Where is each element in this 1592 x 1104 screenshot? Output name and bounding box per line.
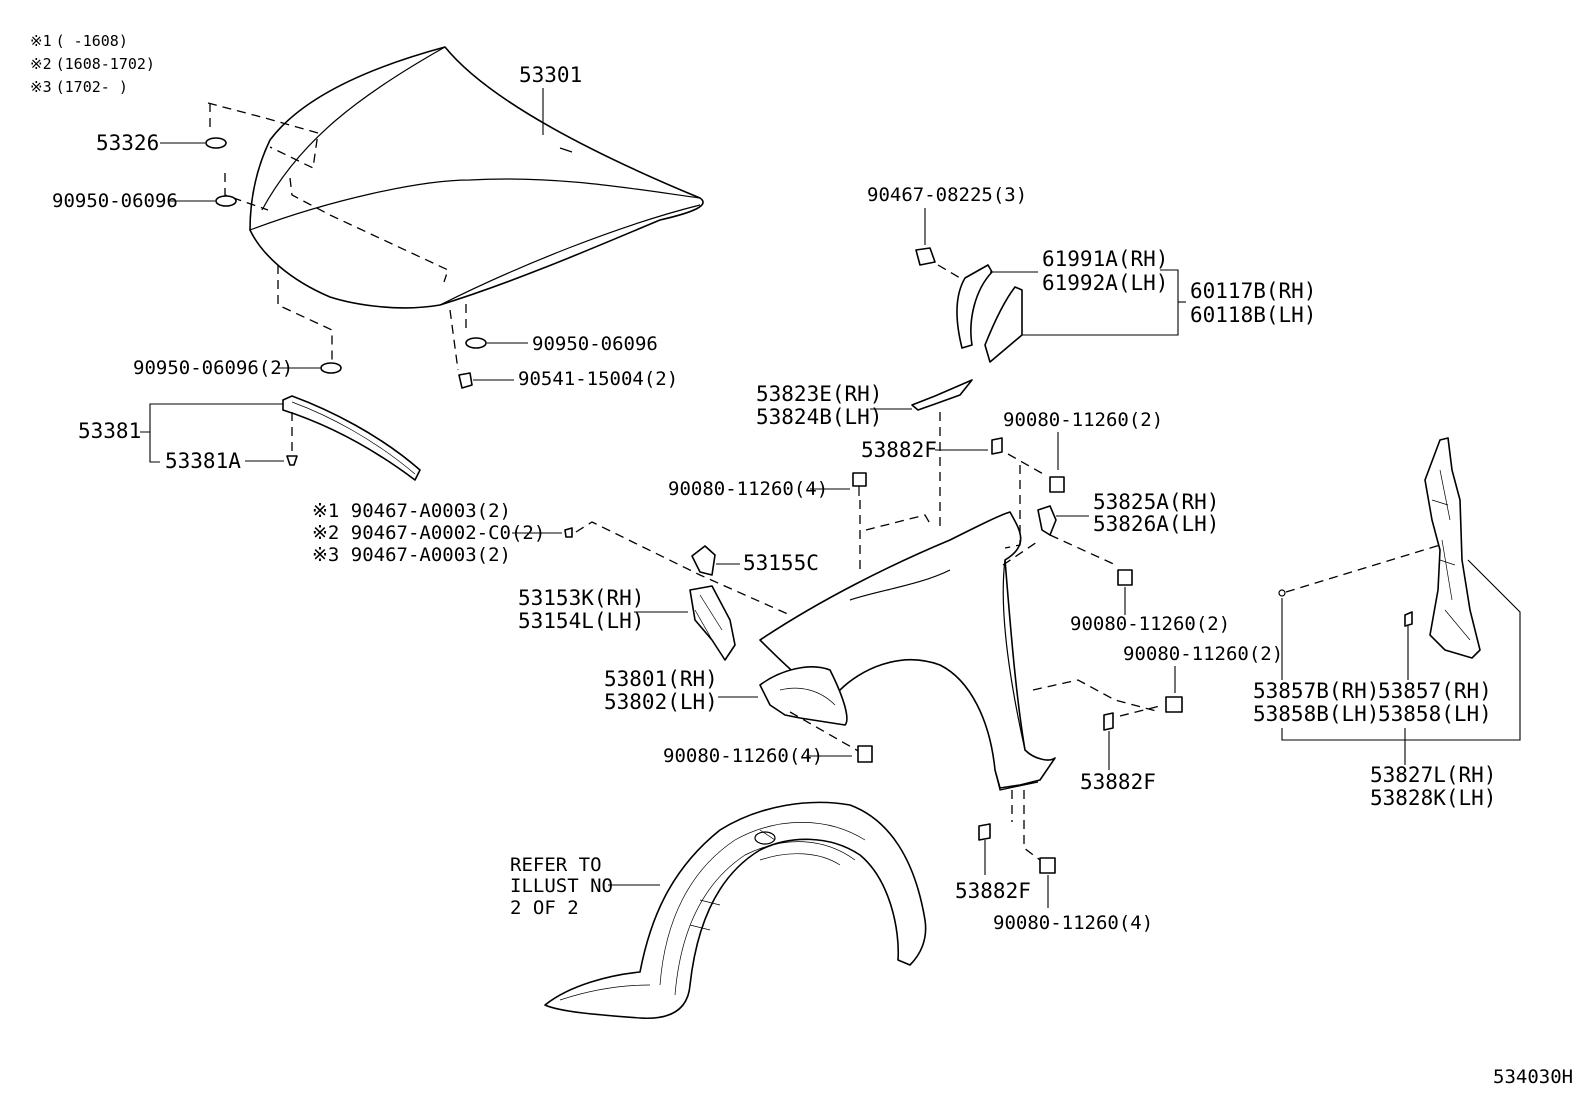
side-seal-assembly: [1424, 437, 1481, 659]
side-seal-clip-icon: [1278, 589, 1286, 597]
hood-seal-clip-icon: [286, 455, 298, 466]
callout-60117b: 60117B(RH): [1190, 279, 1316, 303]
callout-53823e: 53823E(RH): [756, 382, 882, 406]
note-2-mark: ※2: [30, 55, 52, 73]
callout-53882f-top: 53882F: [861, 438, 937, 462]
callout-90950-06096-b: 90950-06096: [532, 333, 658, 355]
callout-90467-08225: 90467-08225(3): [867, 184, 1027, 206]
side-seal-pad-icon: [1404, 611, 1413, 627]
callout-53381a: 53381A: [165, 449, 241, 473]
fender-molding: [956, 264, 1023, 363]
hood-panel: [249, 46, 704, 309]
hood-cushion-ellipse: [205, 137, 227, 149]
note-2-range: (1608-1702): [56, 55, 155, 73]
callout-bolt-bottom: 90080-11260(4): [993, 912, 1153, 934]
callout-61992a: 61992A(LH): [1042, 271, 1168, 295]
clip-icon: [564, 527, 573, 538]
callout-bolt-right-top: 90080-11260(2): [1003, 409, 1163, 431]
fender-liner: [544, 801, 927, 1020]
fender-seal-front: [689, 585, 736, 661]
splash-shield: [759, 666, 848, 726]
spacer-mid-icon: [1103, 712, 1114, 731]
callout-90950-06096-2: 90950-06096(2): [133, 357, 293, 379]
svg-text:※2(1608-1702): ※2(1608-1702): [30, 55, 155, 73]
hood-seal: [282, 395, 421, 481]
callout-clip-note-1: ※1 90467-A0003(2): [312, 500, 511, 522]
front-fender: [759, 511, 1056, 791]
callout-53301: 53301: [519, 63, 582, 87]
bracket-53825a: [1037, 505, 1057, 536]
callout-53827l: 53827L(RH): [1370, 763, 1496, 787]
refer-note-line2: ILLUST NO: [510, 875, 613, 897]
svg-text:※1( -1608): ※1( -1608): [30, 32, 128, 50]
illustration-code: 534030H: [1493, 1066, 1573, 1088]
spacer-top-icon: [991, 437, 1003, 455]
callout-53154l: 53154L(LH): [518, 609, 644, 633]
callout-53882f-bottom: 53882F: [955, 879, 1031, 903]
callout-53858b: 53858B(LH): [1253, 702, 1379, 726]
notes-legend: ※1( -1608) ※2(1608-1702) ※3(1702- ): [30, 32, 155, 96]
hood-cushion-right-ellipse: [465, 337, 487, 349]
bracket-53155c: [691, 545, 716, 576]
bolt-icon-splash: [857, 745, 873, 763]
refer-note-line3: 2 OF 2: [510, 897, 579, 919]
bolt-icon-bottom: [1039, 857, 1056, 874]
bolt-icon-fender-top: [852, 472, 867, 487]
callout-53326: 53326: [96, 131, 159, 155]
hood-cushion-2-ellipse: [215, 195, 237, 207]
bolt-icon-right-top: [1049, 476, 1065, 493]
callout-53801: 53801(RH): [604, 667, 718, 691]
callout-53858: 53858(LH): [1378, 702, 1492, 726]
clip-icon-top: [915, 247, 936, 266]
callout-clip-note-2: ※2 90467-A0002-C0(2): [312, 522, 545, 544]
callout-53882f-mid: 53882F: [1080, 770, 1156, 794]
note-1-mark: ※1: [30, 32, 52, 50]
callout-bolt-right-lower: 90080-11260(2): [1123, 643, 1283, 665]
callout-90950-06096-a: 90950-06096: [52, 190, 178, 212]
callout-53802: 53802(LH): [604, 690, 718, 714]
callout-53828k: 53828K(LH): [1370, 786, 1496, 810]
callout-53153k: 53153K(RH): [518, 586, 644, 610]
callout-bolt-right-mid: 90080-11260(2): [1070, 613, 1230, 635]
note-3-mark: ※3: [30, 78, 52, 96]
callout-53824b: 53824B(LH): [756, 405, 882, 429]
callout-53155c: 53155C: [743, 551, 819, 575]
note-3-range: (1702- ): [56, 78, 128, 96]
callout-60118b: 60118B(LH): [1190, 303, 1316, 327]
callout-bolt-bottom-left: 90080-11260(4): [663, 745, 823, 767]
spacer-bottom-icon: [978, 823, 991, 841]
callout-53826a: 53826A(LH): [1093, 512, 1219, 536]
callout-61991a: 61991A(RH): [1042, 247, 1168, 271]
note-1-range: ( -1608): [56, 32, 128, 50]
svg-text:※3(1702- ): ※3(1702- ): [30, 78, 128, 96]
bolt-icon-right-mid: [1117, 569, 1133, 586]
callout-53381: 53381: [78, 419, 141, 443]
bolt-icon-right-lower: [1165, 696, 1183, 713]
fender-liner-top: [911, 379, 973, 411]
callout-bolt-top-left: 90080-11260(4): [668, 478, 828, 500]
hood-cushion-rear-ellipse: [320, 362, 342, 374]
callout-53857b: 53857B(RH): [1253, 679, 1379, 703]
callout-53857: 53857(RH): [1378, 679, 1492, 703]
callout-90541-15004: 90541-15004(2): [518, 368, 678, 390]
callout-clip-note-3: ※3 90467-A0003(2): [312, 544, 511, 566]
refer-note-line1: REFER TO: [510, 854, 602, 876]
callout-53825a: 53825A(RH): [1093, 490, 1219, 514]
hood-clip-icon: [458, 372, 473, 389]
